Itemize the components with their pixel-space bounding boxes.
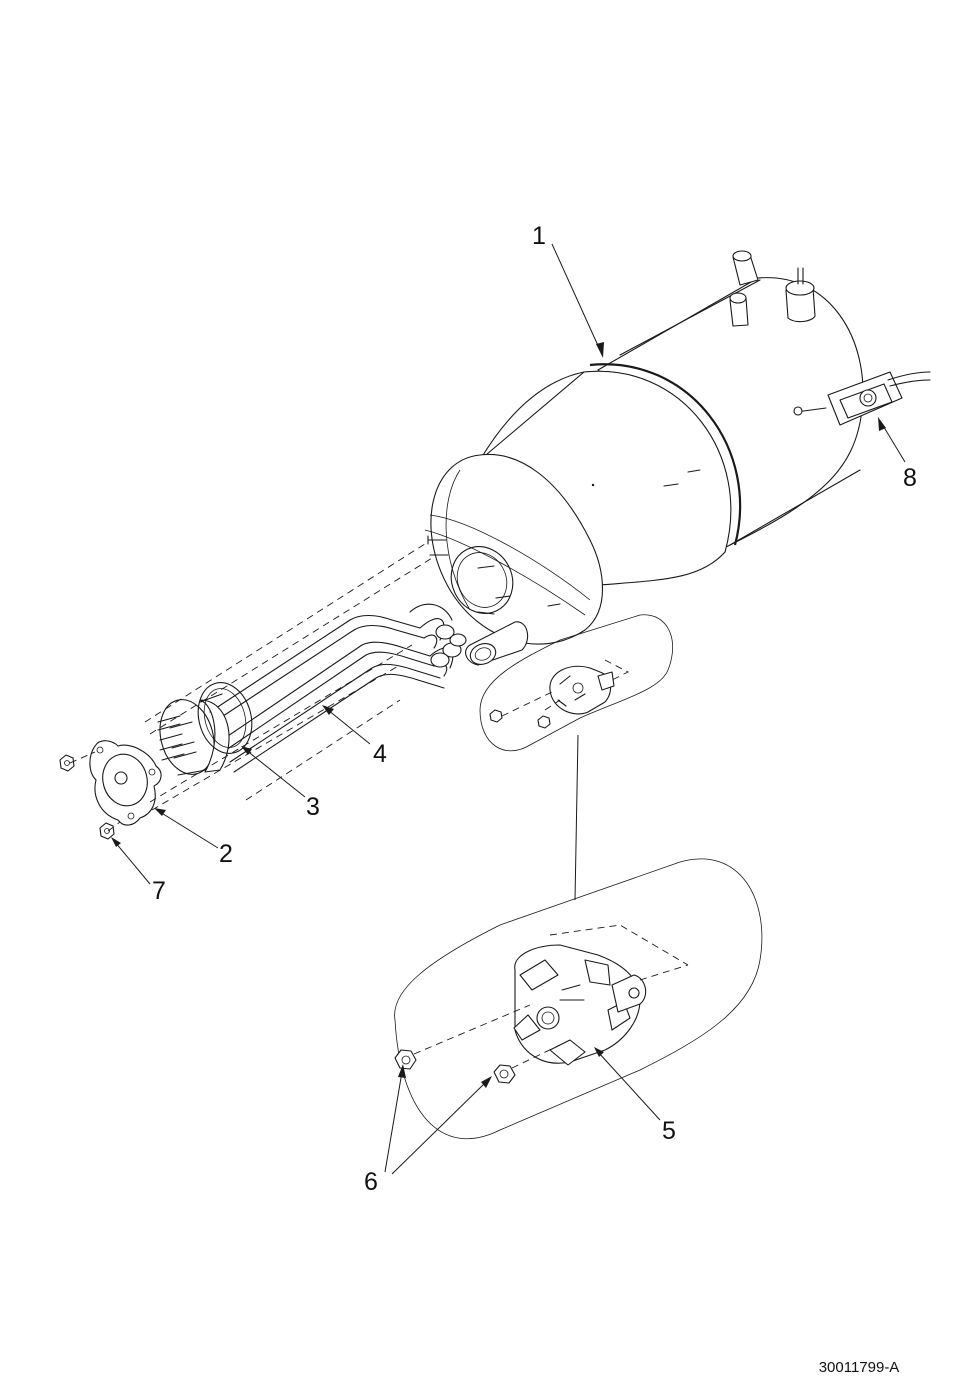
gasket <box>197 682 253 754</box>
callout-4: 4 <box>373 740 387 768</box>
nuts <box>59 754 115 840</box>
callout-6: 6 <box>364 1168 378 1196</box>
flange-plate <box>89 740 162 826</box>
callout-8: 8 <box>903 464 917 492</box>
callout-1: 1 <box>532 222 546 250</box>
callout-5: 5 <box>662 1117 676 1145</box>
callout-7: 7 <box>152 877 166 905</box>
callout-3: 3 <box>306 793 320 821</box>
detail-bubble-small <box>479 614 673 901</box>
leader-lines <box>111 243 906 1175</box>
callout-2: 2 <box>219 840 233 868</box>
alignment-lines <box>69 541 433 832</box>
heating-element <box>157 603 467 776</box>
tank <box>424 250 931 666</box>
detail-bubble-large <box>394 858 763 1140</box>
document-number: 30011799-A <box>819 1359 900 1376</box>
